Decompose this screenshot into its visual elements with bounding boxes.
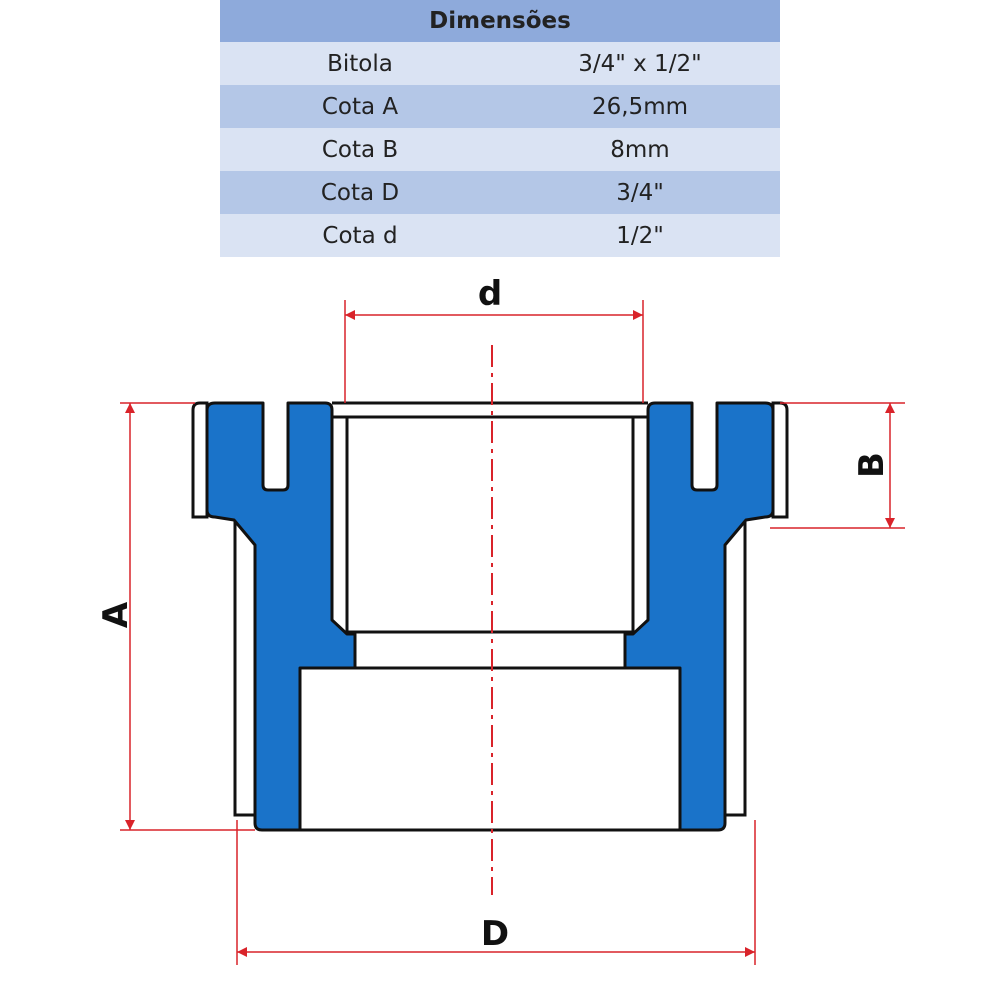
row-label: Cota d: [220, 214, 500, 257]
row-value: 8mm: [500, 128, 780, 171]
dimension-D: [236, 820, 756, 965]
table-title: Dimensões: [220, 0, 780, 42]
dimension-B: [770, 402, 905, 529]
label-D: D: [481, 914, 509, 954]
label-A: A: [96, 601, 136, 628]
row-label: Bitola: [220, 42, 500, 85]
row-label: Cota A: [220, 85, 500, 128]
fitting-right-half: [488, 401, 789, 832]
label-B: B: [852, 452, 892, 478]
row-value: 26,5mm: [500, 85, 780, 128]
label-d: d: [478, 274, 502, 314]
fitting-left-half: [191, 401, 492, 832]
row-value: 3/4" x 1/2": [500, 42, 780, 85]
row-value: 3/4": [500, 171, 780, 214]
dimension-d: [344, 300, 644, 403]
row-label: Cota D: [220, 171, 500, 214]
dimension-A: [120, 402, 255, 831]
row-value: 1/2": [500, 214, 780, 257]
row-label: Cota B: [220, 128, 500, 171]
